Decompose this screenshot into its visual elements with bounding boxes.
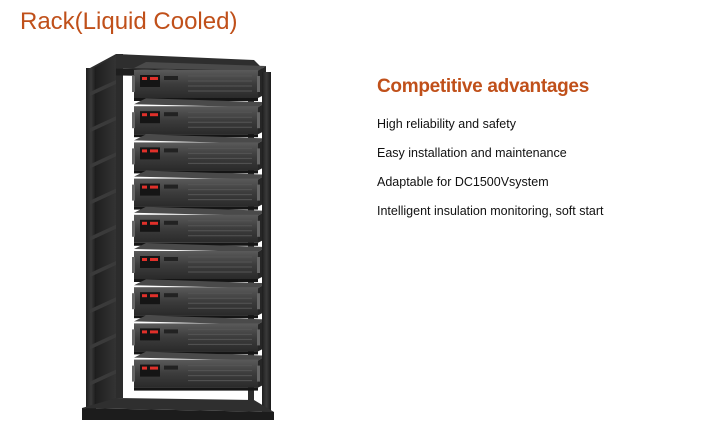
battery-module: [132, 206, 266, 246]
rack-rail: [90, 224, 116, 241]
page-title: Rack(Liquid Cooled): [20, 8, 238, 35]
advantage-item: Easy installation and maintenance: [377, 146, 567, 160]
advantage-item: High reliability and safety: [377, 117, 516, 131]
battery-module: [132, 315, 266, 355]
advantage-item: Intelligent insulation monitoring, soft …: [377, 204, 604, 218]
rack-rail: [90, 152, 116, 169]
battery-module: [132, 98, 266, 138]
rack-rail: [90, 261, 116, 277]
advantages-heading: Competitive advantages: [377, 76, 589, 97]
rack-rail: [90, 297, 116, 314]
battery-rack-image: [82, 54, 274, 420]
battery-module: [132, 279, 266, 319]
battery-module: [132, 170, 266, 210]
advantages-section: Competitive advantages High reliability …: [377, 76, 697, 232]
rack-rail: [90, 80, 116, 96]
rack-rail: [90, 333, 116, 350]
advantages-list: High reliability and safety Easy install…: [377, 116, 697, 232]
rack-rail: [90, 369, 116, 386]
battery-module: [132, 62, 266, 101]
battery-module: [132, 351, 266, 391]
battery-module: [132, 134, 266, 174]
advantage-item: Adaptable for DC1500Vsystem: [377, 175, 549, 189]
battery-module: [132, 243, 266, 282]
rack-rail: [90, 116, 116, 133]
rack-rail: [90, 188, 116, 205]
